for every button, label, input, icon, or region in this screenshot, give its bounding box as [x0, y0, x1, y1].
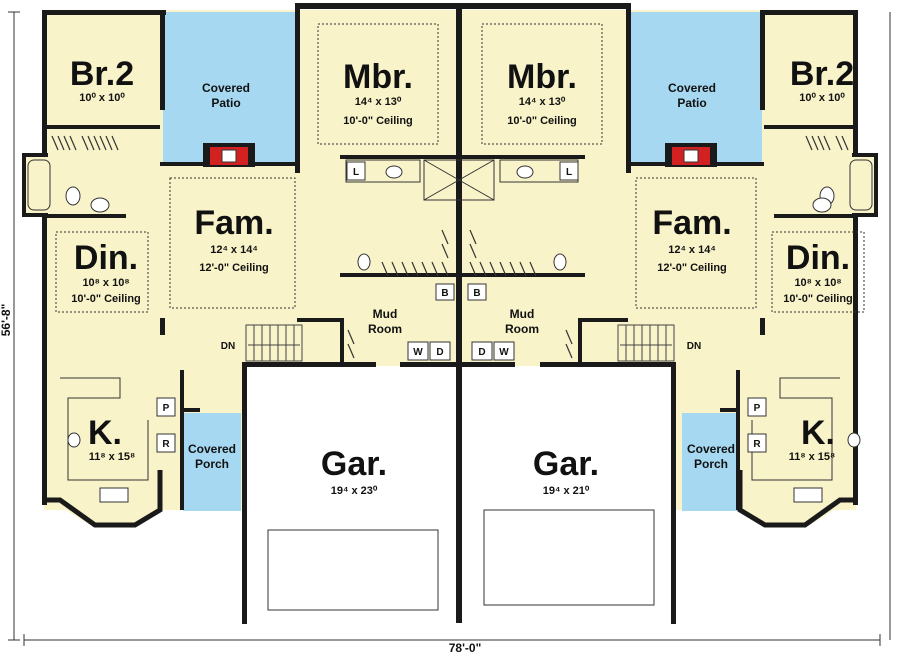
pantry-label-right: P [754, 403, 761, 414]
room-size-fam-right: 12⁴ x 14⁴ [668, 244, 716, 256]
room-size-k-right: 11⁸ x 15⁸ [789, 451, 836, 463]
room-ceiling-fam-left: 12'-0" Ceiling [199, 262, 269, 274]
fixture-labels: L L B B W D D W P R P R DN DN [162, 167, 761, 450]
room-labels: Br.2 10⁰ x 10⁰ Covered Patio Mbr. 14⁴ x … [70, 55, 854, 497]
room-name-br2-right: Br.2 [790, 55, 854, 93]
room-name2-porch-right: Porch [694, 457, 728, 471]
linen-label-right: L [566, 167, 572, 178]
room-name-mbr-right: Mbr. [507, 58, 577, 96]
room-name-k-right: K. [801, 414, 835, 452]
room-size-din-right: 10⁸ x 10⁸ [794, 277, 841, 289]
fridge-label-left: R [162, 439, 170, 450]
washer-label-left: W [413, 347, 423, 358]
closet-hatching [51, 135, 849, 359]
overall-width-label: 78'-0" [449, 641, 482, 654]
linen-label-left: L [353, 167, 359, 178]
dryer-label-left: D [436, 347, 443, 358]
fixture-boxes [156, 161, 767, 453]
stairs-down-label-left: DN [221, 341, 235, 352]
room-name2-patio-left: Patio [211, 96, 240, 110]
dimension-lines [8, 11, 891, 646]
room-name-k-left: K. [88, 414, 122, 452]
room-name-mud-left: Mud [373, 307, 398, 321]
room-size-mbr-right: 14⁴ x 13⁰ [519, 96, 566, 108]
stairs-right [617, 324, 675, 362]
garage-left [244, 366, 458, 624]
room-name-mbr-left: Mbr. [343, 58, 413, 96]
room-name-gar-right: Gar. [533, 445, 599, 483]
room-name-din-left: Din. [74, 239, 138, 277]
room-name2-patio-right: Patio [677, 96, 706, 110]
overall-depth-label: 56'-8" [0, 304, 13, 337]
room-name2-mud-right: Room [505, 322, 539, 336]
room-size-gar-left: 19⁴ x 23⁰ [331, 485, 378, 497]
room-name-patio-left: Covered [202, 81, 250, 95]
bench-label-right: B [473, 288, 480, 299]
room-name-porch-left: Covered [188, 442, 236, 456]
room-name-porch-right: Covered [687, 442, 735, 456]
covered-porch-left [183, 413, 241, 511]
room-ceiling-din-right: 10'-0" Ceiling [783, 293, 853, 305]
covered-patio-left [163, 12, 298, 164]
room-name-br2-left: Br.2 [70, 55, 134, 93]
stairs-down-label-right: DN [687, 341, 701, 352]
dryer-label-right: D [478, 347, 485, 358]
room-size-fam-left: 12⁴ x 14⁴ [210, 244, 258, 256]
room-ceiling-mbr-right: 10'-0" Ceiling [507, 115, 577, 127]
room-name-fam-right: Fam. [652, 204, 731, 242]
room-ceiling-mbr-left: 10'-0" Ceiling [343, 115, 413, 127]
room-size-mbr-left: 14⁴ x 13⁰ [355, 96, 402, 108]
room-size-din-left: 10⁸ x 10⁸ [82, 277, 129, 289]
covered-porch-right [682, 413, 740, 511]
room-size-k-left: 11⁸ x 15⁸ [89, 451, 136, 463]
fireplace-right-icon [665, 143, 717, 167]
room-name2-porch-left: Porch [195, 457, 229, 471]
room-ceiling-din-left: 10'-0" Ceiling [71, 293, 141, 305]
walls [22, 3, 878, 624]
washer-label-right: W [499, 347, 509, 358]
plumbing-fixtures [65, 165, 861, 503]
detail-lines [27, 23, 873, 611]
room-ceiling-fam-right: 12'-0" Ceiling [657, 262, 727, 274]
pantry-label-left: P [163, 403, 170, 414]
room-name-patio-right: Covered [668, 81, 716, 95]
room-name2-mud-left: Room [368, 322, 402, 336]
fridge-label-right: R [753, 439, 761, 450]
stairs-left [245, 324, 303, 362]
bench-label-left: B [441, 288, 448, 299]
room-name-mud-right: Mud [510, 307, 535, 321]
garage-right [460, 366, 674, 624]
room-name-din-right: Din. [786, 239, 850, 277]
room-size-br2-left: 10⁰ x 10⁰ [79, 92, 125, 104]
room-size-br2-right: 10⁰ x 10⁰ [799, 92, 845, 104]
room-name-gar-left: Gar. [321, 445, 387, 483]
room-size-gar-right: 19⁴ x 21⁰ [543, 485, 590, 497]
covered-patio-right [627, 12, 762, 164]
fireplace-left-icon [203, 143, 255, 167]
room-name-fam-left: Fam. [194, 204, 273, 242]
